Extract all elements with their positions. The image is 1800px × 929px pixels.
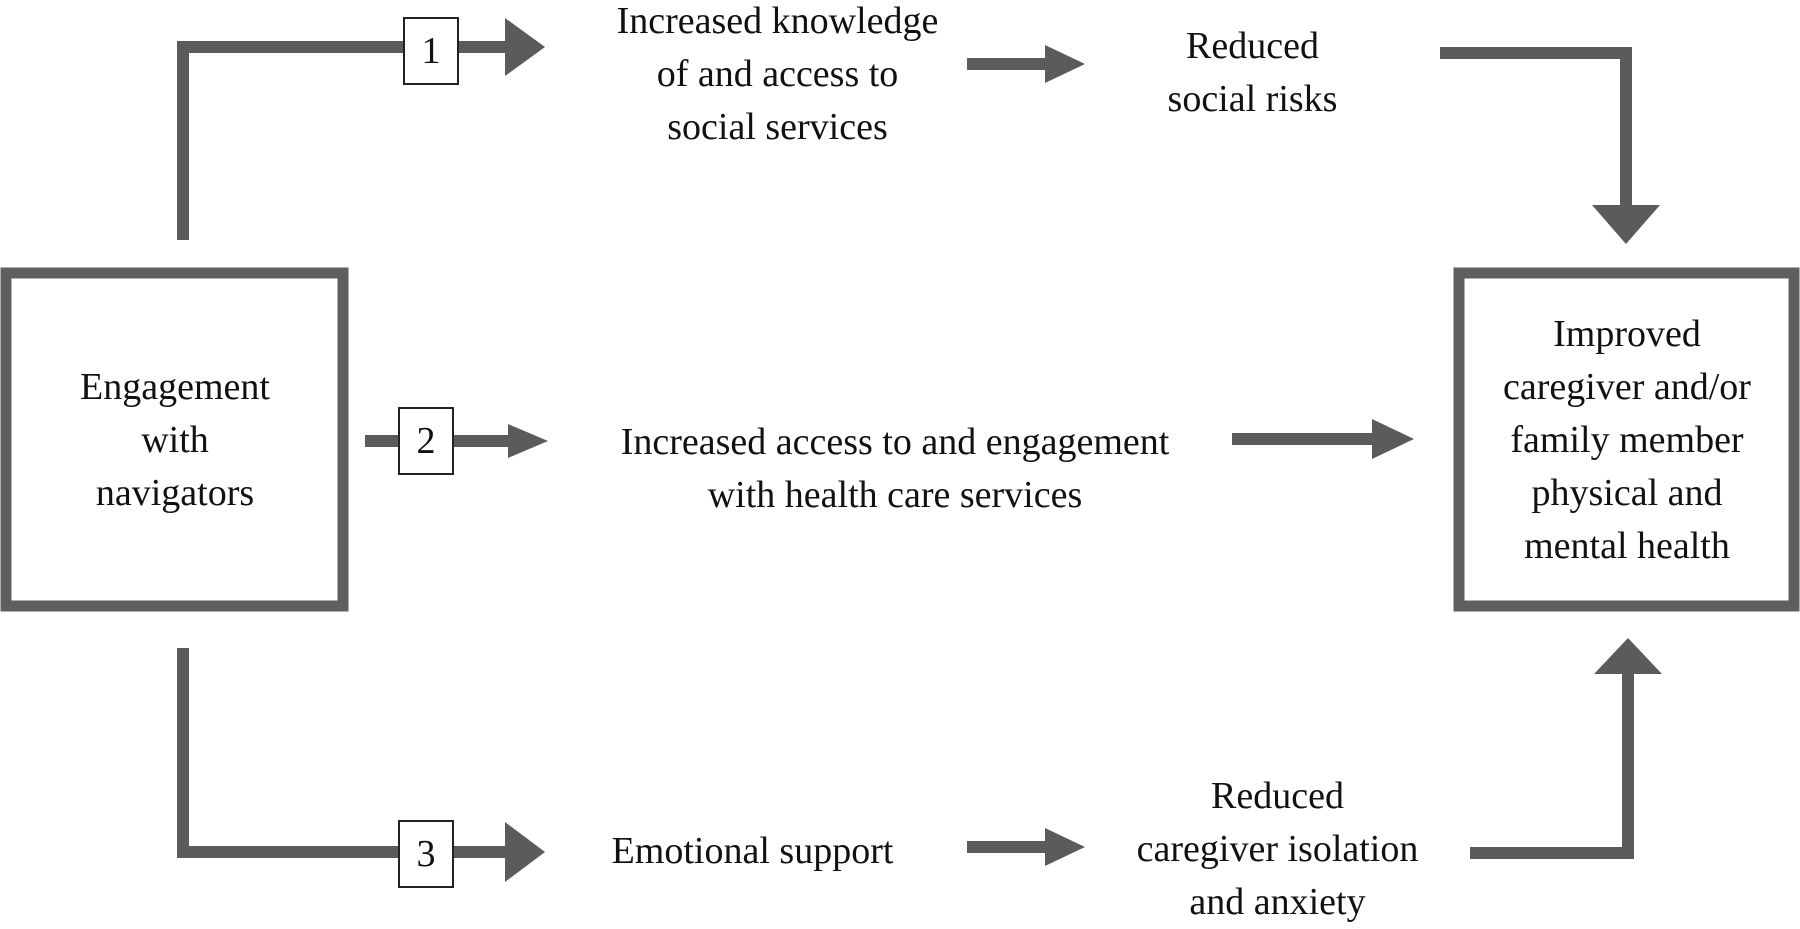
path1-to-outcome-arrowhead [1592,205,1660,244]
path3-step1-label: Emotional support [611,830,894,872]
outcome-box [1453,267,1800,612]
source-label: Engagement with navigators [80,365,270,514]
path1-connector [177,41,505,240]
outcome-label: Improved caregiver and/or family member … [1503,312,1751,567]
path1-step-arrowhead [1045,45,1085,83]
path2-to-outcome-arrowhead [1372,419,1414,459]
path3-connector [177,648,505,858]
source-box [0,267,349,612]
path3-step2-label: Reduced caregiver isolation and anxiety [1136,775,1419,923]
path2-arrowhead [508,424,548,458]
path1-step2-label: Reduced social risks [1167,25,1338,120]
pathway-number-3: 3 [398,820,454,888]
path1-arrowhead [505,18,545,76]
pathway-number-1: 1 [403,17,459,85]
path1-step1-label: Increased knowledge of and access to soc… [616,0,939,148]
path2-step1-label: Increased access to and engagement with … [620,421,1170,516]
path3-step-arrowhead [1045,828,1085,866]
path3-arrowhead [505,822,545,882]
pathway-number-2: 2 [398,407,454,475]
path3-to-outcome-connector [1470,672,1634,859]
path3-to-outcome-arrowhead [1594,638,1662,674]
path1-to-outcome-connector [1440,47,1632,205]
